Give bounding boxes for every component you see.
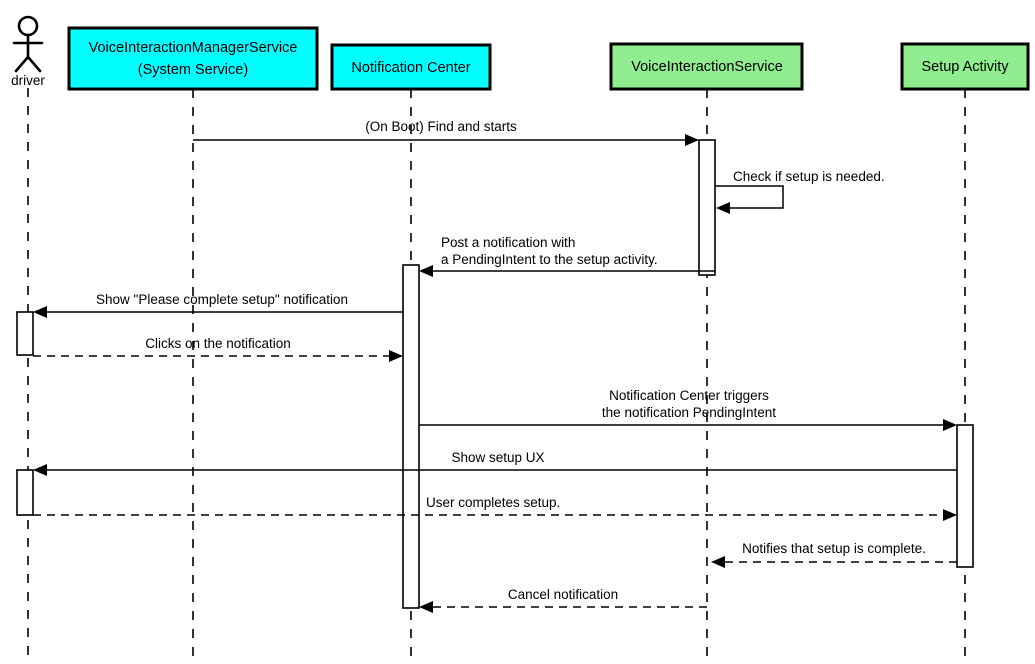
message-label: Show "Please complete setup" notificatio… <box>96 292 348 307</box>
message-label: (On Boot) Find and starts <box>365 119 517 134</box>
activation-bar-driver-1 <box>16 311 34 356</box>
message-label-line1: Notification Center triggers <box>609 388 769 403</box>
activation-bar-driver-2 <box>16 469 34 516</box>
arrowhead-right-icon <box>943 509 957 521</box>
message-cancel-notification[interactable]: Cancel notification <box>419 587 707 613</box>
actor-head-icon <box>17 15 39 37</box>
activation-bar-vis-1 <box>698 139 716 276</box>
message-label: User completes setup. <box>426 495 560 510</box>
participant-notification-center[interactable]: Notification Center <box>330 43 492 91</box>
message-label: Check if setup is needed. <box>733 169 885 184</box>
participant-driver[interactable]: driver <box>11 15 45 88</box>
participant-vims[interactable]: VoiceInteractionManagerService (System S… <box>67 26 319 91</box>
participant-label-driver: driver <box>11 73 45 88</box>
arrowhead-right-icon <box>389 350 403 362</box>
arrowhead-left-icon <box>419 601 433 613</box>
participant-label-setup-activity: Setup Activity <box>921 59 1009 75</box>
participant-setup-activity[interactable]: Setup Activity <box>900 42 1030 91</box>
actor-leg-left-icon <box>14 55 30 73</box>
message-label-line2: the notification PendingIntent <box>602 405 776 420</box>
participant-vis[interactable]: VoiceInteractionService <box>609 42 804 91</box>
arrowhead-left-icon <box>711 556 725 568</box>
participant-box-setup-activity[interactable] <box>900 42 1030 91</box>
actor-leg-right-icon <box>26 55 42 73</box>
participant-label-vims-line2: (System Service) <box>138 62 248 78</box>
arrowhead-left-icon <box>33 464 47 476</box>
participant-box-vims[interactable] <box>67 26 319 91</box>
participant-label-vis: VoiceInteractionService <box>631 59 783 75</box>
message-check-if-setup-is-needed[interactable]: Check if setup is needed. <box>715 169 885 214</box>
activation-bar-notification-center-1 <box>402 264 420 609</box>
activations-layer <box>16 139 974 609</box>
message-post-a-notification[interactable]: Post a notification with a PendingIntent… <box>419 235 715 277</box>
message-self-call-path <box>715 185 784 209</box>
participant-label-vims-line1: VoiceInteractionManagerService <box>89 40 298 56</box>
message-show-please-complete-setup-notification[interactable]: Show "Please complete setup" notificatio… <box>33 292 403 318</box>
message-label-line2: a PendingIntent to the setup activity. <box>441 252 658 267</box>
arrowhead-right-icon <box>685 134 699 146</box>
activation-bar-setup-activity-1 <box>956 424 974 568</box>
message-label: Show setup UX <box>451 450 544 465</box>
message-label: Notifies that setup is complete. <box>742 541 926 556</box>
arrowhead-left-icon <box>716 202 730 214</box>
participant-box-vis[interactable] <box>609 42 804 91</box>
message-label: Cancel notification <box>508 587 618 602</box>
participant-label-notification-center: Notification Center <box>351 60 470 76</box>
message-label: Clicks on the notification <box>145 336 291 351</box>
message-notification-center-triggers-pendingintent[interactable]: Notification Center triggers the notific… <box>419 388 957 431</box>
arrowhead-left-icon <box>33 306 47 318</box>
message-user-completes-setup[interactable]: User completes setup. <box>33 495 957 521</box>
participant-box-notification-center[interactable] <box>330 43 492 91</box>
arrowhead-right-icon <box>943 419 957 431</box>
message-show-setup-ux[interactable]: Show setup UX <box>33 450 957 476</box>
message-label-line1: Post a notification with <box>441 235 575 250</box>
message-clicks-on-the-notification[interactable]: Clicks on the notification <box>33 336 403 362</box>
message-on-boot-find-and-starts[interactable]: (On Boot) Find and starts <box>193 119 699 146</box>
message-notifies-that-setup-is-complete[interactable]: Notifies that setup is complete. <box>711 541 957 568</box>
arrowhead-left-icon <box>419 265 433 277</box>
